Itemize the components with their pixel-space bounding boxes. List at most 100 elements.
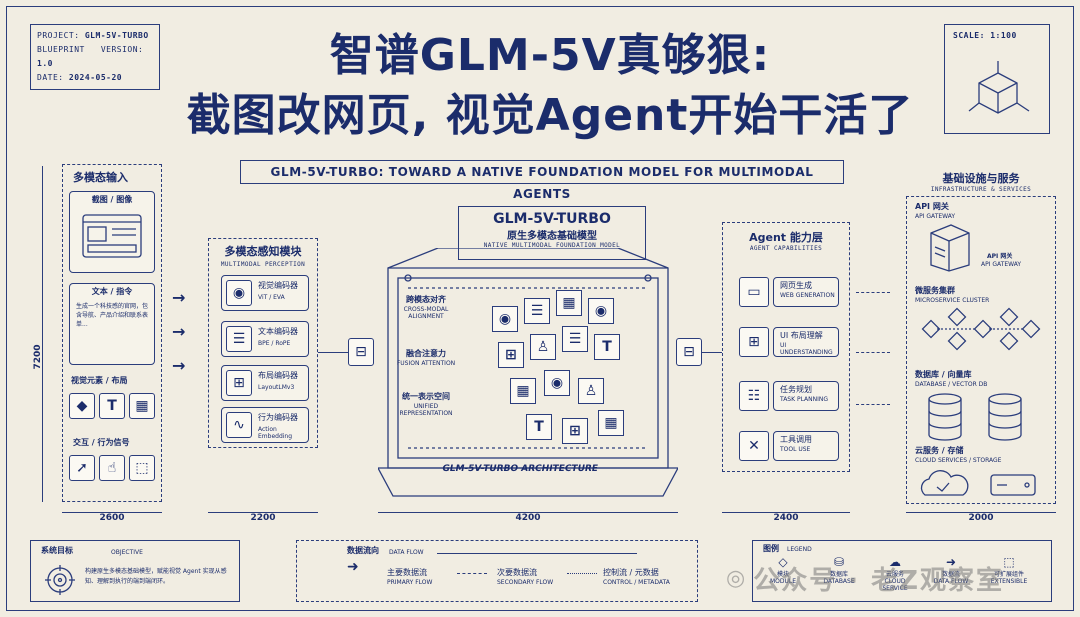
cube-eye-icon: ◉ [544,370,570,396]
objective-text: 构建原生多模态基础模型，赋能视觉 Agent 实现从感知、理解到执行的端到端闭环… [85,568,227,585]
input-arrow-3: → [172,356,186,375]
cluster-sub: MICROSERVICE CLUSTER [915,297,990,304]
flow-title: 数据流向 [347,546,379,555]
layout-icon: ⊞ [226,370,252,396]
extensible-box-icon: ⬚ [1003,555,1015,569]
action-encoder-module: ∿ 行为编码器 Action Embedding [221,407,309,443]
core-label-en: UNIFIED REPRESENTATION [399,403,453,417]
agent-subtitle: AGENT CAPABILITIES [749,245,823,252]
connector-plug-icon: ⊟ [676,338,702,366]
cube-chart-icon: ⊞ [498,342,524,368]
layout-icon: ⊞ [739,327,769,357]
core-label-cn: 跨模态对齐 [406,295,446,304]
height-dimension: 7200 [33,344,43,370]
cluster-nodes-icon [921,307,1041,351]
meta-panel: PROJECT: GLM-5V-TURBO BLUEPRINT VERSION:… [30,24,160,90]
perception-title: 多模态感知模块 [224,245,302,258]
height-dimension-line [42,166,43,502]
connector-plug-icon: ⊟ [348,338,374,366]
cloud-name: 云服务 / 存储 [915,446,964,455]
project-label: PROJECT: [37,31,80,40]
core-agent-connector [702,352,722,353]
agent-tool-use: 工具调用 TOOL USE [773,431,839,461]
db-sub: DATABASE / VECTOR DB [915,381,988,388]
cube-person-icon: ♙ [530,334,556,360]
legend-extensible: ⬚ 可扩展组件 EXTENSIBLE [985,555,1033,585]
agent-item-sub: WEB GENERATION [780,292,835,299]
module-name: 文本编码器 [258,327,298,336]
agent-item-sub: UI UNDERSTANDING [780,342,833,356]
legend-database: ⛁ 数据库 DATABASE [815,555,863,585]
module-name: 行为编码器 [258,413,298,422]
module-sub: BPE / RoPE [258,340,291,347]
input-width-dim: 2600 [99,513,125,523]
legend-sub-label: MODULE [769,578,797,585]
subtitle-ribbon: GLM-5V-TURBO: TOWARD A NATIVE FOUNDATION… [240,160,844,201]
module-cube-icon: ◇ [778,555,788,569]
webpage-wireframe-icon [82,214,142,258]
cloud-small-icon: ☁ [889,555,901,569]
server-icon [930,224,970,272]
infra-title: 基础设施与服务 [942,172,1020,185]
blueprint-frame [6,6,1074,611]
core-machine-illustration [378,248,678,497]
scale-panel: SCALE: 1:100 [944,24,1050,134]
target-icon [45,565,75,595]
legend-name: 可扩展组件 [993,571,1024,578]
flow-name: 主要数据流 [387,568,427,577]
module-sub: Action Embedding [258,426,293,440]
infra-panel: API 网关 API GATEWAY API 网关 API GATEWAY 微服… [906,196,1056,504]
scale-label: SCALE: 1:100 [953,31,1017,40]
core-label-cn: 融合注意力 [406,349,446,358]
visual-elements-label: 视觉元素 / 布局 [71,376,128,385]
perception-width-line [208,512,318,513]
legend-sub: LEGEND [787,546,812,553]
text-encoder-module: ☰ 文本编码器 BPE / RoPE [221,321,309,357]
legend-sub-label: DATA FLOW [933,578,969,585]
infra-header: 基础设施与服务 INFRASTRUCTURE & SERVICES [906,170,1056,193]
input-arrow-2: → [172,322,186,341]
cube-doc-icon: ☰ [524,298,550,324]
agent-width-dim: 2400 [773,513,799,523]
core-title-box: GLM-5V-TURBO 原生多模态基础模型 NATIVE MULTIMODAL… [458,206,646,260]
agent-infra-arrow-2 [856,352,890,353]
legend-name: 数据流 [941,571,960,578]
cube-text-icon: T [526,414,552,440]
planning-icon: ☷ [739,381,769,411]
legend-name: 数据库 [829,571,848,578]
perception-panel: 多模态感知模块 MULTIMODAL PERCEPTION ◉ 视觉编码器 Vi… [208,238,318,448]
arrow-small-icon: ➜ [945,555,957,569]
hand-pointer-icon: ☝ [99,455,125,481]
date-value: 2024-05-20 [68,73,123,82]
webpage-icon: ▭ [739,277,769,307]
flow-sub: PRIMARY FLOW [387,579,433,586]
legend-data-flow: ➜ 数据流 DATA FLOW [927,555,975,585]
eye-icon: ◉ [226,280,252,306]
module-sub: LayoutLMv3 [258,384,295,391]
perception-subtitle: MULTIMODAL PERCEPTION [220,261,306,268]
flow-sub: CONTROL / METADATA [603,579,670,586]
cloud-storage-icon [920,470,1036,496]
interaction-label: 交互 / 行为信号 [73,438,130,447]
screenshot-card: 截图 / 图像 [69,191,155,273]
objective-panel: 系统目标 OBJECTIVE 构建原生多模态基础模型，赋能视觉 Agent 实现… [30,540,240,602]
cube-text-icon: T [594,334,620,360]
core-label-cn: 统一表示空间 [402,392,450,401]
core-label-en: CROSS-MODAL ALIGNMENT [403,306,449,320]
version-label: VERSION: [100,45,144,54]
module-name: 布局编码器 [258,371,298,380]
agent-ui-understanding: UI 布局理解 UI UNDERSTANDING [773,327,839,357]
input-width-line [62,512,162,513]
tools-icon: ✕ [739,431,769,461]
agent-item-name: 工具调用 [780,435,812,444]
agent-panel: Agent 能力层 AGENT CAPABILITIES ▭ 网页生成 WEB … [722,222,850,472]
cube-action-icon: ♙ [578,378,604,404]
text-instruction-body: 生成一个科技感的官网，包含导航、产品介绍和联系表单... [76,303,149,328]
input-arrow-1: → [172,288,186,307]
date-label: DATE: [37,73,64,82]
legend-panel: 图例 LEGEND ◇ 模块 MODULE ⛁ 数据库 DATABASE ☁ 云… [752,540,1052,602]
infra-width-dim: 2000 [968,513,994,523]
axis-cube-icon [968,61,1030,114]
cube-grid-icon: ▦ [598,410,624,436]
version-value: 1.0 [37,59,53,68]
